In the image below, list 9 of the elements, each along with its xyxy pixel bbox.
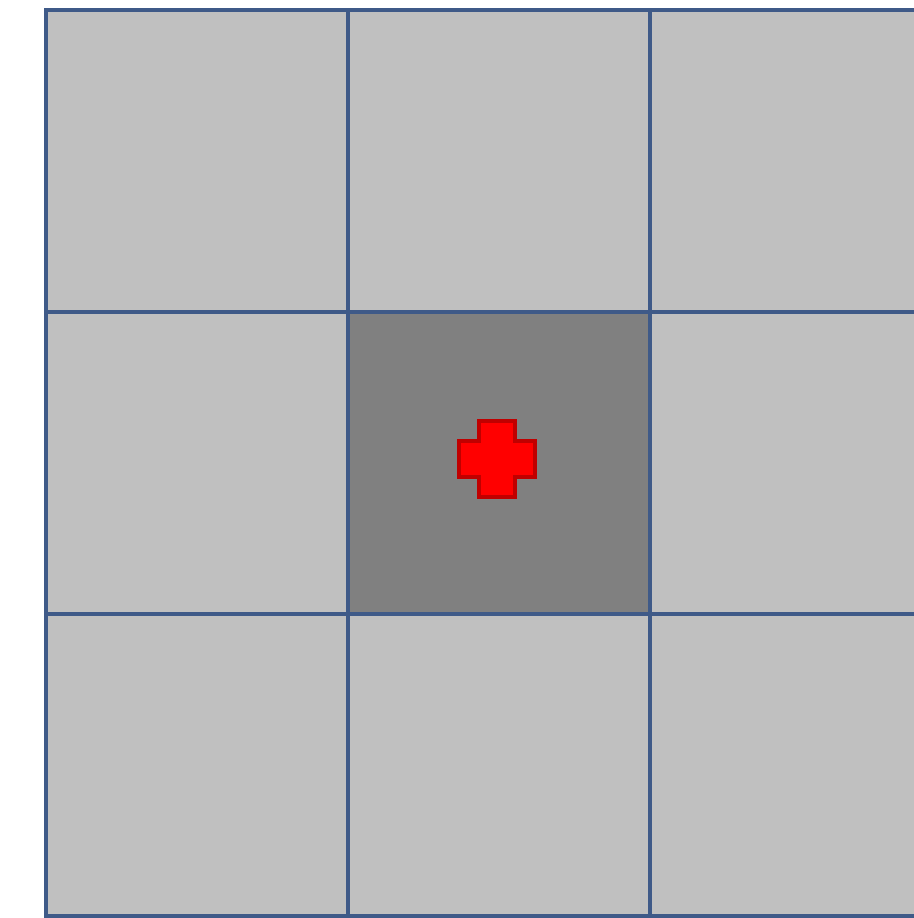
grid-cell — [648, 310, 914, 616]
grid-cell — [44, 8, 350, 314]
grid-cell — [648, 8, 914, 314]
grid-cell — [346, 612, 652, 918]
grid-cell — [44, 612, 350, 918]
grid-cell — [648, 612, 914, 918]
highlighted-grid-cell — [346, 310, 652, 616]
grid-cell — [346, 8, 652, 314]
grid-cell — [44, 310, 350, 616]
